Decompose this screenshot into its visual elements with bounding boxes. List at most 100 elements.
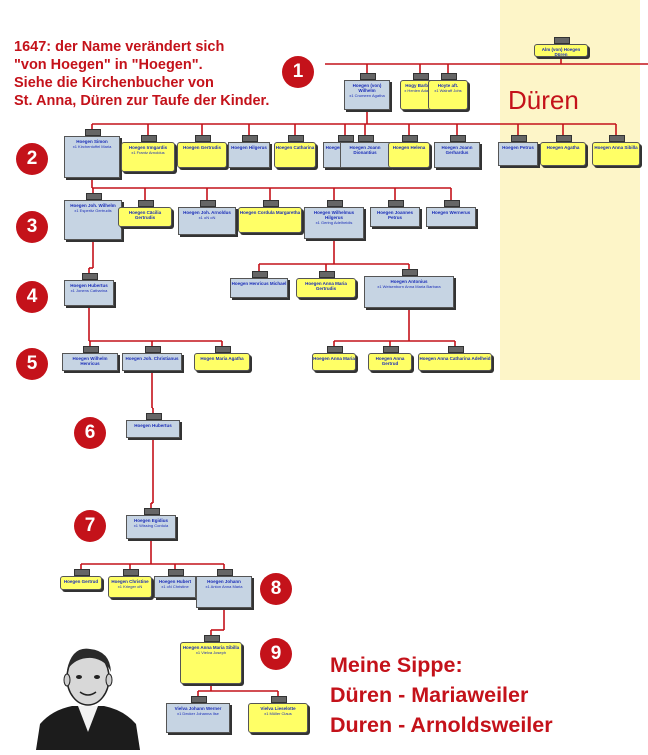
node-tab xyxy=(338,135,354,142)
person-node[interactable]: Hoegen Anna Catharina Adelheid xyxy=(418,353,492,371)
node-tab xyxy=(85,129,101,136)
person-name: Hoegen Egidius xyxy=(133,518,168,523)
person-node[interactable]: Hoegen Joannes Petrus xyxy=(370,207,420,227)
node-tab xyxy=(83,346,99,353)
spouse-name: x1 Wissing Cordula xyxy=(133,523,169,528)
generation-number-badge: 2 xyxy=(16,143,48,175)
person-node[interactable]: Hoegen Anna Maria xyxy=(312,353,356,371)
node-tab xyxy=(86,193,102,200)
spouse-name: x1 Gering Adelheidis xyxy=(315,220,353,225)
node-tab xyxy=(144,508,160,515)
node-tab xyxy=(263,200,279,207)
generation-number-badge: 5 xyxy=(16,348,48,380)
person-node[interactable]: Hoegen Gertrud xyxy=(60,576,102,590)
spouse-name: x Henlen Adamus xyxy=(404,88,436,93)
node-tab xyxy=(388,200,404,207)
person-name: Hoegen Joann Dionantius xyxy=(349,145,381,155)
person-node[interactable]: Hoegen Catharina xyxy=(274,142,316,168)
node-tab xyxy=(383,346,399,353)
person-name: Hoegen Antonius xyxy=(390,279,428,284)
person-node[interactable]: Hoegen Hubertus xyxy=(126,420,180,438)
generation-number-badge: 7 xyxy=(74,510,106,542)
node-tab xyxy=(217,569,233,576)
node-tab xyxy=(448,346,464,353)
node-tab xyxy=(288,135,304,142)
person-node[interactable]: Hoegen Gertrudis xyxy=(177,142,227,168)
person-name: Hoegen Joh. Wilhelm xyxy=(70,203,116,208)
node-tab xyxy=(444,200,460,207)
person-node[interactable]: Hoegen Henricus Michael xyxy=(230,278,288,298)
person-name: Hoegen Hubert xyxy=(158,579,192,584)
node-tab xyxy=(200,200,216,207)
node-tab xyxy=(556,135,572,142)
generation-number-badge: 3 xyxy=(16,211,48,243)
person-node[interactable]: Hoegen Anna Sibilla xyxy=(592,142,640,166)
person-node[interactable]: Hoegen Joh. Christianus xyxy=(122,353,182,371)
node-tab xyxy=(191,696,207,703)
person-node[interactable]: Hoegen Agatha xyxy=(540,142,586,166)
person-node[interactable]: Hoegen Anna Gertrud xyxy=(368,353,412,371)
person-node[interactable]: Hogen Maria Agatha xyxy=(194,353,250,371)
node-tab xyxy=(402,269,418,276)
person-node[interactable]: Hoegen Anna Maria Gertrudis xyxy=(296,278,356,298)
node-tab xyxy=(168,569,184,576)
person-node[interactable]: Hoegen Cäcilia Gertrudis xyxy=(118,207,172,227)
person-node[interactable]: Hoegen Helena xyxy=(388,142,430,168)
headline-line: 1647: der Name verändert sich xyxy=(14,39,225,55)
person-node[interactable]: Hoegen Petrus xyxy=(498,142,538,166)
person-node[interactable]: Hoegen Joann Dionantius xyxy=(340,142,390,168)
person-node[interactable]: Alm (von) Hoegen Düren xyxy=(534,44,588,57)
node-tab xyxy=(195,135,211,142)
node-tab xyxy=(242,135,258,142)
node-tab xyxy=(74,569,90,576)
person-name: Hoegen Christine xyxy=(111,579,149,584)
node-tab xyxy=(358,135,374,142)
node-tab xyxy=(82,273,98,280)
node-tab xyxy=(271,696,287,703)
person-node[interactable]: Hoegen Cordula Margaretha xyxy=(238,207,302,233)
person-node[interactable]: Hoyte aft.x1 Walraff Johs xyxy=(428,80,468,110)
spouse-name: x1 Jonens Catharina xyxy=(70,288,108,293)
person-name: Hoegen Anna Maria xyxy=(313,356,355,361)
node-tab xyxy=(327,346,343,353)
person-name: Hoegen Anna Maria Sibilla xyxy=(182,645,240,650)
spouse-name: x1 Kirchentoffel Maria xyxy=(72,144,112,149)
person-name: Hoegen Irmgardis xyxy=(128,145,168,150)
person-name: Vielva Lieselotte xyxy=(260,706,296,711)
spouse-name: x1 oN oN xyxy=(198,215,216,220)
person-name: Hoegen Hubertus xyxy=(70,283,108,288)
person-name: Hogen Maria Agatha xyxy=(200,356,244,361)
spouse-name: x1 Krieger oN xyxy=(117,584,143,589)
person-node[interactable]: Hoegen Wilhelm Henricus xyxy=(62,353,118,371)
person-name: Hoegen Anna Sibilla xyxy=(594,145,638,150)
person-node[interactable]: Hoegen Joann Gerhardus xyxy=(434,142,480,168)
node-tab xyxy=(511,135,527,142)
generation-number-badge: 6 xyxy=(74,417,106,449)
person-name: Hoegen Wernerus xyxy=(431,210,471,215)
node-tab xyxy=(123,569,139,576)
person-name: Hoegen Simon xyxy=(76,139,108,144)
person-name: Hoegen Gertrudis xyxy=(182,145,221,150)
person-node[interactable]: Hoegen Wernerus xyxy=(426,207,476,227)
node-tab xyxy=(141,135,157,142)
person-node[interactable]: Hoegen Hilgerus xyxy=(228,142,270,168)
node-tab xyxy=(215,346,231,353)
person-name: Hoegen Wilhelmus Hilgerus xyxy=(313,210,355,220)
